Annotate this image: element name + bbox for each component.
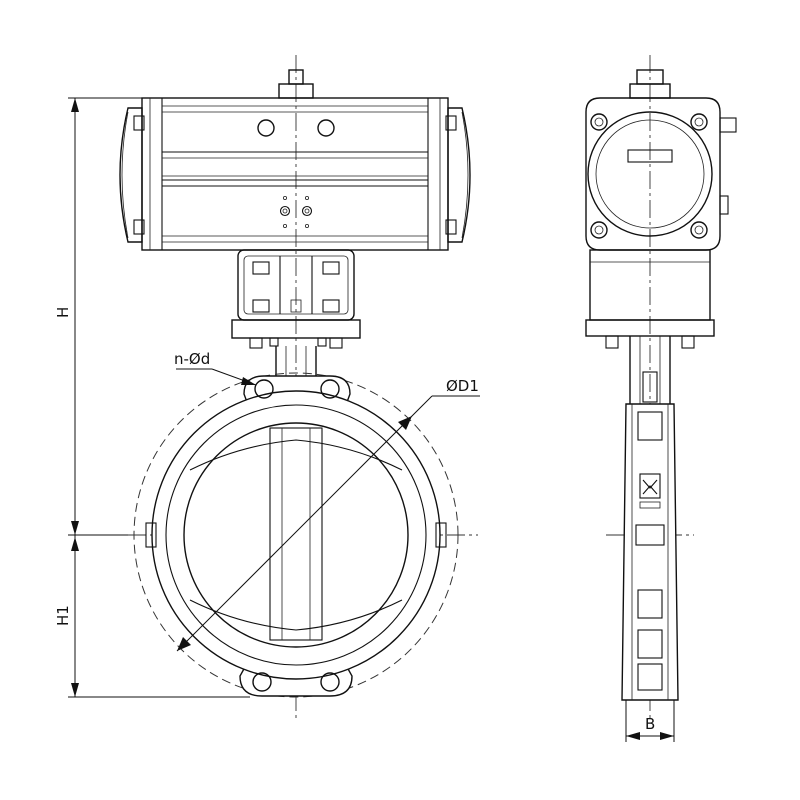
side-nameplate xyxy=(627,149,673,163)
actuator-bolt-left xyxy=(257,119,275,137)
valve-body xyxy=(133,372,459,698)
actuator-body xyxy=(141,97,449,251)
actuator-bolt-right xyxy=(317,119,335,137)
top-flange-plate xyxy=(231,319,361,339)
manufacturer-logo-icon xyxy=(639,473,661,509)
label-h1: H1 xyxy=(54,605,72,626)
side-endcap-outer xyxy=(587,111,713,237)
side-air-fitting xyxy=(719,117,737,133)
side-bracket xyxy=(585,249,715,349)
dimension-b: B xyxy=(625,700,675,742)
bolt-hole-leader: n-Ød xyxy=(174,350,257,386)
side-body-profile xyxy=(621,403,679,701)
lug-hole-top-left xyxy=(254,379,274,399)
air-port-left xyxy=(279,205,291,217)
side-actuator xyxy=(585,69,737,251)
front-view: ØD1 n-Ød H H1 xyxy=(54,55,480,722)
side-view: B xyxy=(585,55,737,742)
air-port-right xyxy=(301,205,313,217)
lug-hole-bottom-right xyxy=(320,672,340,692)
right-boss xyxy=(435,522,447,548)
label-d1: ØD1 xyxy=(446,377,479,395)
actuator-left-endcap xyxy=(119,107,143,243)
lug-hole-top-right xyxy=(320,379,340,399)
label-bolt-holes: n-Ød xyxy=(174,350,210,368)
mounting-bracket xyxy=(231,249,361,349)
left-endcap-inner xyxy=(121,111,129,239)
disc-outer xyxy=(183,422,409,648)
left-boss xyxy=(145,522,157,548)
side-neck xyxy=(629,336,671,404)
lug-hole-bottom-left xyxy=(252,672,272,692)
flange-circle-d1 xyxy=(133,372,459,698)
disc-stem xyxy=(269,427,323,641)
pneumatic-actuator xyxy=(119,69,471,251)
diameter-leader: ØD1 xyxy=(176,377,480,652)
label-h: H xyxy=(54,307,72,318)
body-outer xyxy=(151,390,441,680)
actuator-right-endcap xyxy=(447,107,471,243)
label-b: B xyxy=(645,715,655,733)
side-valve-body xyxy=(621,403,679,701)
dimension-h: H xyxy=(54,97,142,536)
dimension-h1: H1 xyxy=(54,535,250,698)
right-endcap-inner xyxy=(461,111,469,239)
body-seat xyxy=(165,404,427,666)
